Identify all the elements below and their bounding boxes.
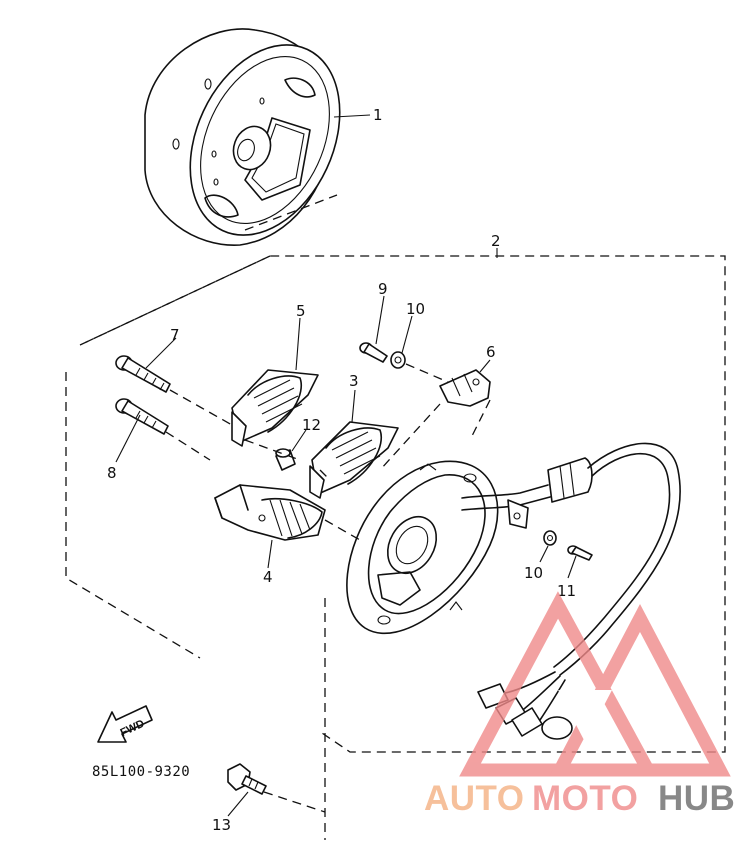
- callout-6: 6: [486, 343, 496, 361]
- callout-9: 9: [378, 280, 388, 298]
- leader-line-13: [227, 791, 249, 817]
- washer-part-10-top: [390, 351, 406, 369]
- washer-part-10-right: [543, 530, 557, 546]
- coil-part-4: [214, 484, 326, 541]
- diagram-code: 85L100-9320: [92, 764, 190, 780]
- callout-8: 8: [107, 464, 117, 482]
- spacer-part-12: [275, 448, 296, 471]
- callout-12: 12: [302, 416, 321, 434]
- automotohub-logo-mark: [459, 591, 731, 777]
- leader-line-7: [145, 337, 177, 369]
- screw-part-7: [115, 355, 171, 393]
- wire-harness: [461, 442, 681, 740]
- automotohub-watermark: AUTO MOTO HUB: [424, 591, 735, 818]
- leader-line-5: [295, 317, 301, 371]
- rotor-flywheel: [144, 28, 341, 246]
- leader-line-12: [291, 429, 307, 452]
- fwd-direction-arrow: FWD: [97, 705, 153, 743]
- callout-3: 3: [349, 372, 359, 390]
- coil-part-3: [309, 421, 399, 499]
- bolt-part-13: [227, 763, 267, 795]
- leader-line-6: [479, 359, 491, 373]
- stator-assembly-outline: [65, 194, 726, 840]
- leader-line-4: [267, 539, 273, 569]
- leader-line-9: [375, 295, 385, 345]
- screw-part-9: [359, 342, 388, 363]
- stator-base-plate: [346, 460, 499, 635]
- screw-part-11: [567, 545, 593, 561]
- callout-13: 13: [212, 816, 231, 834]
- callout-5: 5: [296, 302, 306, 320]
- screw-part-8: [115, 398, 169, 435]
- callout-2: 2: [491, 232, 501, 250]
- watermark-text-moto: MOTO: [532, 779, 638, 818]
- leader-line-8: [115, 414, 141, 463]
- watermark-text-auto: AUTO: [424, 779, 525, 818]
- watermark-text-hub: HUB: [658, 779, 735, 818]
- callout-10-top: 10: [406, 300, 425, 318]
- leader-line-10-right: [539, 545, 549, 563]
- leader-line-1: [333, 114, 371, 118]
- bracket-part-6: [439, 369, 491, 407]
- callout-11: 11: [557, 582, 576, 600]
- callout-1: 1: [373, 106, 383, 124]
- leader-line-11: [567, 555, 577, 579]
- callout-7: 7: [170, 326, 180, 344]
- leader-line-10-top: [401, 315, 413, 354]
- callout-4: 4: [263, 568, 273, 586]
- leader-line-3: [351, 389, 356, 423]
- coil-part-5: [231, 369, 319, 447]
- callout-10-right: 10: [524, 564, 543, 582]
